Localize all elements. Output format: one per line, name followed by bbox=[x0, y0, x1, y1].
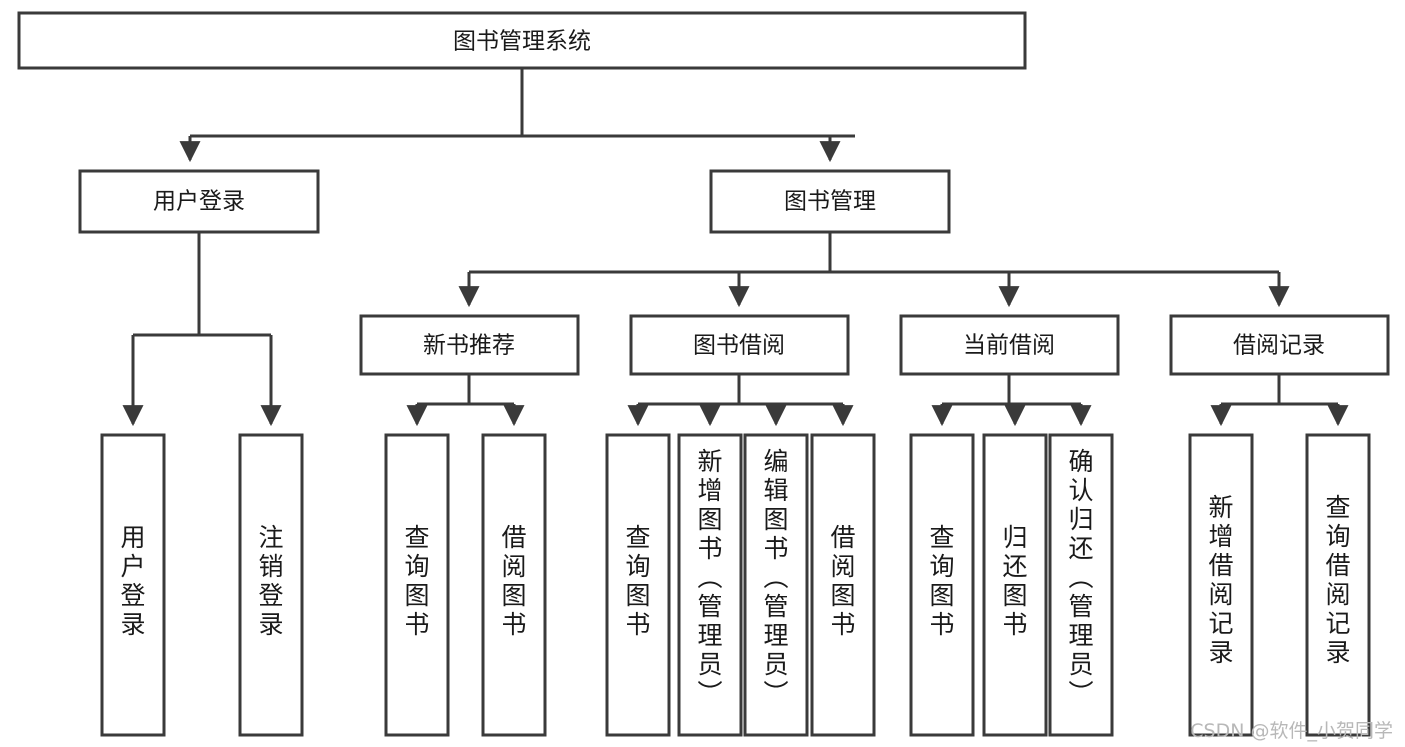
node-root-box[interactable] bbox=[17, 11, 1027, 70]
connector-group-book-manage bbox=[458, 232, 1290, 308]
connector-group-root bbox=[179, 68, 855, 163]
node-root-label: 图书管理系统 bbox=[453, 29, 591, 55]
node-user-login[interactable]: 用户登录 bbox=[78, 169, 320, 234]
node-book-borrow[interactable]: 图书借阅 bbox=[629, 314, 850, 376]
leaf-user-login-box[interactable] bbox=[100, 433, 166, 737]
node-user-login-box[interactable] bbox=[78, 169, 320, 234]
node-book-borrow-box[interactable] bbox=[629, 314, 850, 376]
node-root[interactable]: 图书管理系统 bbox=[17, 11, 1027, 70]
node-book-manage-label: 图书管理 bbox=[784, 189, 876, 215]
connector-group-new-book-rec bbox=[406, 374, 525, 427]
node-current-borrow-box[interactable] bbox=[899, 314, 1120, 376]
leaf-borrow-book-2-box[interactable] bbox=[810, 433, 876, 737]
connector-group-user-login bbox=[122, 232, 282, 427]
node-current-borrow[interactable]: 当前借阅 bbox=[899, 314, 1120, 376]
node-borrow-record[interactable]: 借阅记录 bbox=[1169, 314, 1390, 376]
node-book-manage-box[interactable] bbox=[709, 169, 951, 234]
connector-group-borrow-record bbox=[1210, 374, 1349, 427]
connector-group-current-borrow bbox=[931, 374, 1092, 427]
leaf-query-book-3-box[interactable] bbox=[909, 433, 975, 737]
connector-group-book-borrow bbox=[627, 374, 854, 427]
node-current-borrow-label: 当前借阅 bbox=[963, 333, 1055, 359]
leaf-query-book-1-box[interactable] bbox=[384, 433, 450, 737]
node-book-manage[interactable]: 图书管理 bbox=[709, 169, 951, 234]
leaf-edit-book-box[interactable] bbox=[743, 433, 809, 737]
node-new-book-rec-box[interactable] bbox=[359, 314, 580, 376]
leaf-query-record-box[interactable] bbox=[1305, 433, 1371, 737]
leaf-return-book-box[interactable] bbox=[982, 433, 1048, 737]
node-borrow-record-box[interactable] bbox=[1169, 314, 1390, 376]
leaf-add-record-box[interactable] bbox=[1188, 433, 1254, 737]
leaf-query-book-2-box[interactable] bbox=[605, 433, 671, 737]
leaf-confirm-return-box[interactable] bbox=[1048, 433, 1114, 737]
leaf-borrow-book-1-box[interactable] bbox=[481, 433, 547, 737]
node-book-borrow-label: 图书借阅 bbox=[693, 333, 785, 359]
node-user-login-label: 用户登录 bbox=[153, 189, 245, 215]
leaf-boxes bbox=[100, 433, 1371, 737]
node-new-book-rec-label: 新书推荐 bbox=[423, 333, 515, 359]
node-borrow-record-label: 借阅记录 bbox=[1233, 333, 1325, 359]
leaf-add-book-box[interactable] bbox=[677, 433, 743, 737]
node-new-book-rec[interactable]: 新书推荐 bbox=[359, 314, 580, 376]
leaf-user-logout-box[interactable] bbox=[238, 433, 304, 737]
